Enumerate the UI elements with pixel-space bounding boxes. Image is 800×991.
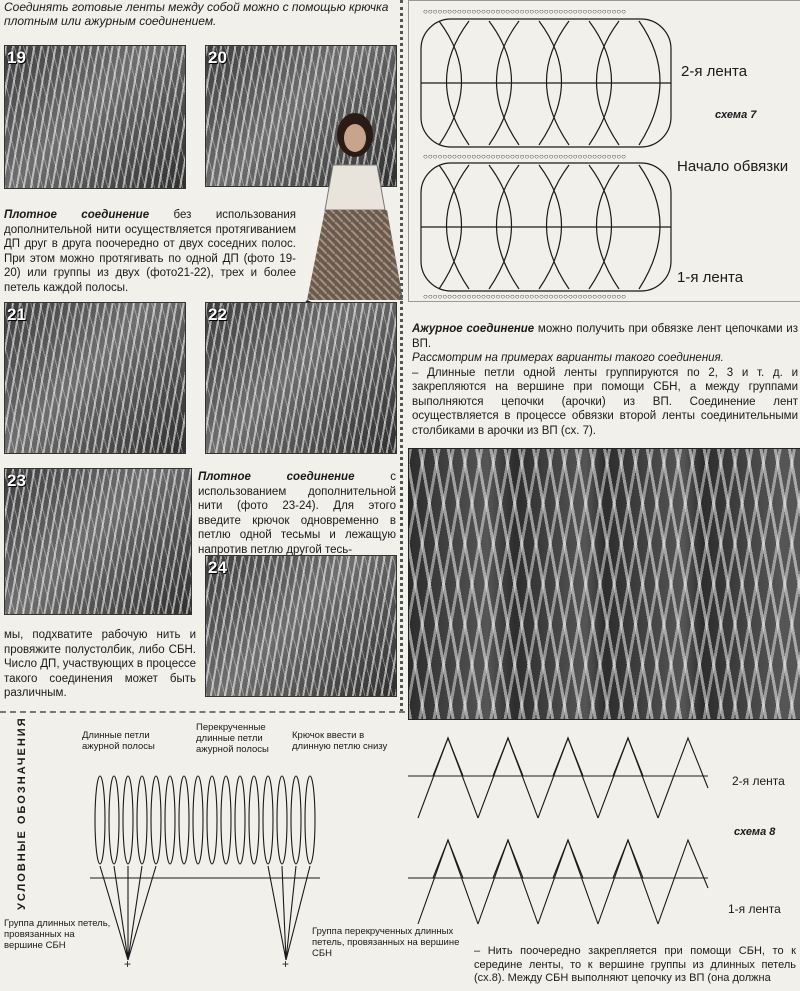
schema-8 [408,736,709,925]
legend-hook-note: Крючок ввести в длинную петлю снизу [292,730,388,752]
photo-20: 20 [205,45,397,187]
photo-24: 24 [205,555,397,697]
legend-group-long: Группа длинных петель, провязанных на ве… [4,918,111,951]
photo-19: 19 [4,45,186,189]
photo-number: 21 [7,305,26,324]
paragraph-dense-join-thread: Плотное соединение с использованием допо… [198,470,396,557]
paragraph-dense-join: Плотное соединение без использования доп… [4,208,296,295]
schema-8-label-top: 2-я лента [732,774,785,788]
label-ribbon-1: 1-я лента [677,269,744,286]
legend-diagram: + + [90,775,320,970]
svg-text:○○○○○○○○○○○○○○○○○○○○○○○○○○○○○○: ○○○○○○○○○○○○○○○○○○○○○○○○○○○○○○○○○○○○○○○○… [423,292,626,301]
legend-twisted-loops: Перекрученные длинные петли ажурной поло… [196,722,269,755]
paragraph-text: без использования дополнительной нити ос… [4,209,296,294]
lace-photo [408,448,800,720]
term-openwork-join: Ажурное соединение [412,323,535,335]
svg-text:+: + [282,957,289,970]
schema-8-title: схема 8 [734,826,776,838]
schema-8-label-bottom: 1-я лента [728,902,781,916]
photo-number: 20 [208,48,227,67]
section-divider [0,711,405,713]
photo-number: 22 [208,305,227,324]
photo-number: 24 [208,558,227,577]
photo-23: 23 [4,468,192,615]
paragraph-italic: Рассмотрим на примерах варианты такого с… [412,352,724,364]
paragraph-text: – Длинные петли одной ленты группируются… [412,366,798,437]
legend-long-loops: Длинные петли ажурной полосы [82,730,155,752]
schema-7-title: схема 7 [715,109,757,121]
schema-7: ○○○○○○○○○○○○○○○○○○○○○○○○○○○○○○○○○○○○○○○○… [408,0,800,302]
label-start: Начало обвязки [677,158,789,175]
column-divider [400,0,403,712]
model-photo [301,113,403,308]
svg-text:○○○○○○○○○○○○○○○○○○○○○○○○○○○○○○: ○○○○○○○○○○○○○○○○○○○○○○○○○○○○○○○○○○○○○○○○… [423,7,626,16]
term-dense-join: Плотное соединение [198,471,355,483]
legend-title: условные обозначения [16,716,36,910]
paragraph-text: с использованием дополнительной нити (фо… [198,471,396,556]
svg-text:○○○○○○○○○○○○○○○○○○○○○○○○○○○○○○: ○○○○○○○○○○○○○○○○○○○○○○○○○○○○○○○○○○○○○○○○… [423,152,626,161]
svg-text:+: + [124,957,131,970]
legend-title-text: условные обозначения [16,716,28,910]
photo-22: 22 [205,302,397,454]
photo-number: 19 [7,48,26,67]
intro-text: Соединять готовые ленты между собой можн… [4,0,389,28]
label-ribbon-2: 2-я лента [681,63,748,80]
term-dense-join: Плотное соединение [4,209,150,221]
paragraph-schema-8: – Нить поочередно закрепляется при помощ… [474,945,796,984]
legend-group-twisted: Группа перекрученных длинных петель, про… [312,926,460,959]
paragraph-continuation: мы, подхватите рабочую нить и провяжите … [4,629,197,699]
photo-number: 23 [7,471,26,490]
photo-21: 21 [4,302,186,454]
paragraph-text: можно получить при обвязке лент цепочкам… [412,323,798,350]
paragraph-openwork-join: Ажурное соединение можно получить при об… [412,322,798,438]
